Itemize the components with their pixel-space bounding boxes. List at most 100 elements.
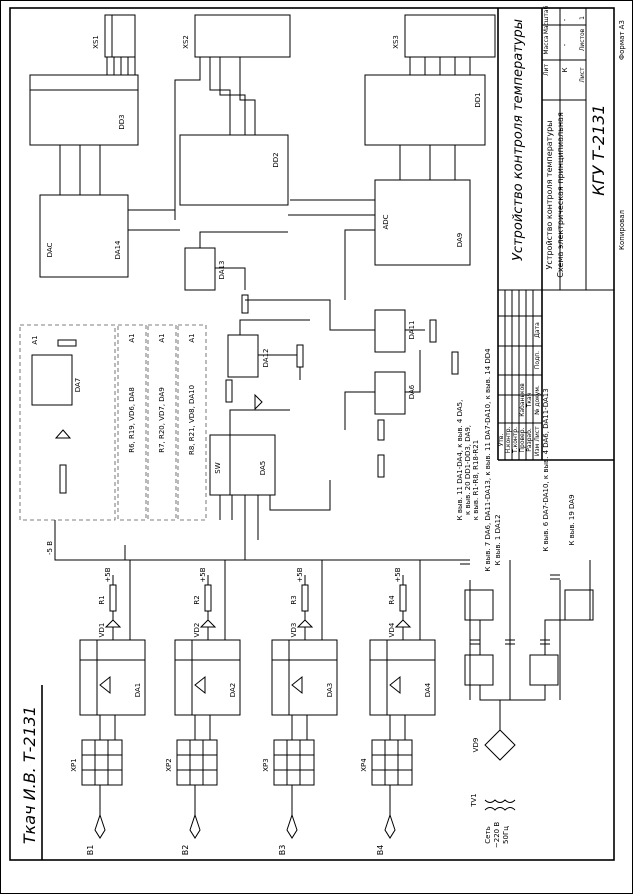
stamp-name-0: Ткач — [526, 393, 533, 409]
stamp-h0: Изм — [534, 444, 541, 456]
scale-header: Масштаб — [543, 5, 550, 34]
doc-name-line1: Устройство контроля температуры — [545, 121, 554, 270]
plus5-1: +5В — [104, 567, 112, 582]
dd1-label: DD1 — [474, 92, 482, 107]
sw-label: SW — [214, 462, 222, 473]
da12-label: DA12 — [262, 349, 270, 368]
a1-block-1: A1 R6, R19, VD6, DA8 — [117, 324, 147, 521]
vd9-label: VD9 — [472, 738, 480, 753]
switch-da5: SW DA5 — [170, 409, 331, 561]
r15-resistor — [429, 319, 437, 343]
comparator-da11: DA11 — [245, 299, 459, 375]
r4-label: R4 — [388, 595, 396, 605]
plus5-3: +5В — [296, 567, 304, 582]
r13-resistor — [296, 344, 304, 368]
xs2-label: XS2 — [182, 35, 190, 49]
da4-label: DA4 — [424, 682, 432, 697]
main-title: Устройство контроля температуры — [511, 19, 526, 261]
r1-resistor — [109, 584, 117, 612]
note-5: К выв. 6 DA7-DA10, к выв. 4 DA6, DA11-DA… — [542, 388, 550, 551]
mass-header: Масса — [543, 35, 550, 54]
xp4-label: XP4 — [360, 758, 368, 772]
comparator-da6: DA6 — [344, 350, 421, 478]
stamp-h4: Дата — [534, 322, 541, 338]
a1-main-label: A1 — [31, 335, 39, 344]
vd1-label: VD1 — [98, 623, 106, 638]
vd3-label: VD3 — [290, 623, 298, 638]
title-block: Устройство контроля температуры Устройст… — [497, 5, 626, 461]
r3-label: R3 — [290, 595, 298, 604]
xs2-block: XS2 DD2 — [174, 14, 291, 220]
scale-value: - — [561, 18, 569, 21]
note-2: к выв. R1-R8, R18-R21 — [472, 440, 480, 520]
tv1-label: TV1 — [470, 793, 478, 808]
stamp-role-1: Провер. — [519, 427, 526, 452]
adc-label: ADC — [382, 214, 390, 229]
dac-name: DA14 — [114, 240, 122, 260]
xs1-label: XS1 — [92, 35, 100, 49]
sheets-label: Листов — [579, 28, 586, 51]
a1-2-label: A1 — [158, 333, 166, 342]
r2-resistor — [204, 584, 212, 612]
b2-label: B2 — [181, 845, 190, 856]
stamp-h1: Лист — [534, 426, 541, 442]
r4-resistor — [399, 584, 407, 612]
sw-name: DA5 — [259, 461, 267, 476]
stamp-role-4: Утв. — [498, 434, 505, 447]
lit-header: Лит — [543, 64, 550, 76]
mass-value: - — [561, 43, 569, 46]
a1-block-3: A1 R8, R21, VD8, DA10 — [177, 324, 207, 521]
b1-label: B1 — [86, 845, 95, 856]
r11-resistor — [225, 379, 233, 403]
sheet-label: Лист — [579, 67, 586, 83]
note-4: К выв. 1 DA12 — [494, 514, 502, 565]
b3-label: B3 — [278, 845, 287, 856]
channel-1: DA1 R1 VD1 +5В XP1 B1 — [70, 545, 146, 856]
xs1-block: XS1 DD3 — [29, 14, 139, 146]
vd4-label: VD4 — [388, 622, 396, 637]
power-supply: VD9 TV1 Сеть ~220 В 50Гц — [460, 559, 594, 848]
stamp-role-0: Разраб. — [526, 428, 533, 452]
vd2-label: VD2 — [193, 623, 201, 638]
lit-value: К — [561, 67, 569, 72]
b4-label: B4 — [376, 845, 385, 856]
r10-resistor — [377, 419, 385, 441]
stamp-h3: Подп. — [534, 351, 541, 369]
r2-label: R2 — [193, 595, 201, 604]
r3-resistor — [301, 584, 309, 612]
note-0: К выв. 11 DA1-DA4, к выв. 4 DA5, — [456, 400, 464, 521]
note-1: к выв. 20 DD1-DD3, DA9, — [464, 425, 472, 515]
vd5-led — [54, 429, 72, 439]
channel-3: DA3 R3 VD3 +5В XP3 B3 — [262, 560, 338, 856]
comparator-da13: DA13 — [184, 231, 288, 314]
side-name: Ткач И.В. Т-2131 — [20, 706, 39, 844]
vd10-diode — [254, 393, 263, 411]
channel-4: DA4 R4 VD4 +5В XP4 B4 — [360, 560, 436, 856]
xp3-label: XP3 — [262, 758, 270, 771]
da7-label: DA7 — [74, 378, 82, 393]
a1-3-text: R8, R21, VD8, DA10 — [188, 385, 196, 455]
r5-resistor — [59, 464, 67, 494]
a1-main: A1 DA7 — [19, 324, 116, 521]
dac-block: DAC DA14 — [39, 145, 180, 278]
stamp-h2: № докум. — [534, 385, 541, 415]
da13-label: DA13 — [218, 261, 226, 280]
minus5-label: -5 В — [46, 541, 54, 555]
adc-block: ADC DA9 — [288, 145, 471, 300]
r18-resistor — [57, 339, 77, 347]
note-6: К выв. 19 DA9 — [568, 494, 576, 545]
stamp-name-1: Кабаньков — [519, 383, 526, 417]
comparator-da12: DA12 — [225, 319, 310, 411]
tv1-transformer — [484, 799, 516, 811]
stab-da14 — [464, 654, 494, 686]
xp2-label: XP2 — [165, 758, 173, 771]
stab-da15 — [529, 654, 559, 686]
xs3-block: XS3 DD1 — [364, 14, 496, 146]
mains-1: Сеть — [484, 826, 492, 843]
copied-label: Копировал — [618, 210, 626, 250]
r16-resistor — [241, 294, 249, 314]
note-3: К выв. 7 DA6, DA11-DA13, к выв. 11 DA7-D… — [484, 348, 492, 572]
r14-resistor — [451, 351, 459, 375]
xp1-label: XP1 — [70, 758, 78, 771]
